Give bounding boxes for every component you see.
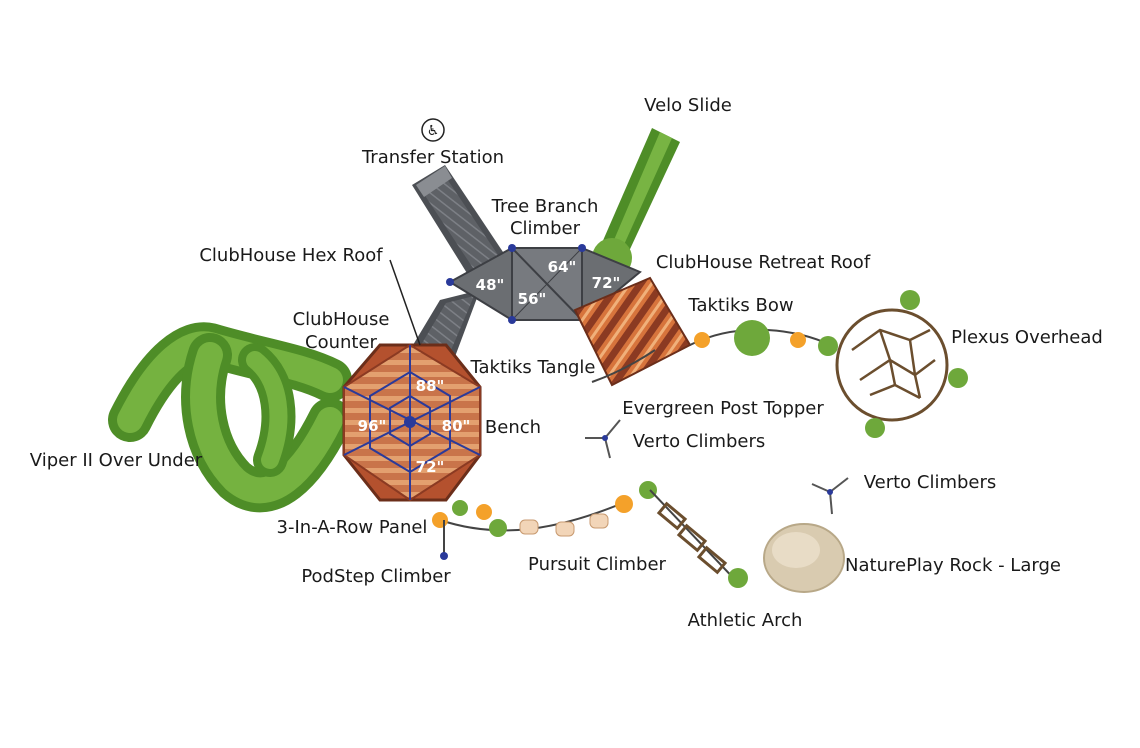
label-clubhouse-hex-roof: ClubHouse Hex Roof [199,245,383,266]
viper-ii-over-under [108,322,352,513]
deck-height-80: 80" [442,417,471,435]
label-velo-slide: Velo Slide [644,95,732,116]
label-viper-ii-over-under: Viper II Over Under [30,450,203,471]
label-taktiks-tangle: Taktiks Tangle [469,357,595,378]
taktiks-bow [689,320,838,356]
athletic-arch [649,489,748,588]
label-taktiks-bow: Taktiks Bow [687,295,793,316]
transfer-station [412,165,505,278]
label-tree-branch-climber-2: Climber [510,218,581,239]
svg-text:♿: ♿ [427,123,440,139]
label-verto-climbers-right: Verto Climbers [864,472,997,493]
deck-height-96: 96" [358,417,387,435]
label-athletic-arch: Athletic Arch [688,610,803,631]
label-transfer-station: Transfer Station [361,147,504,168]
podstep-climber [440,520,448,560]
label-evergreen-post-topper: Evergreen Post Topper [622,398,824,419]
label-clubhouse-counter-1: ClubHouse [293,309,390,330]
label-tree-branch-climber-1: Tree Branch [491,196,599,217]
label-clubhouse-retreat-roof: ClubHouse Retreat Roof [656,252,871,273]
deck-height-72-upper: 72" [592,274,621,292]
label-3-in-a-row-panel: 3-In-A-Row Panel [277,517,428,538]
deck-height-48: 48" [476,276,505,294]
verto-climbers-center [585,419,621,459]
natureplay-rock [763,523,845,593]
plexus-overhead [835,290,968,438]
label-podstep-climber: PodStep Climber [301,566,451,587]
wheelchair-icon: ♿ [421,118,445,142]
label-pursuit-climber: Pursuit Climber [528,554,667,575]
deck-height-88: 88" [416,377,445,395]
verto-climbers-right [811,477,849,515]
label-clubhouse-counter-2: Counter [305,332,378,353]
deck-height-56: 56" [518,290,547,308]
pursuit-climber [432,481,657,537]
label-natureplay-rock: NaturePlay Rock - Large [845,555,1061,576]
label-plexus-overhead: Plexus Overhead [951,327,1103,348]
deck-height-64: 64" [548,258,577,276]
clubhouse-hex-roof [342,259,482,502]
label-bench: Bench [485,417,541,438]
label-verto-climbers-center: Verto Climbers [633,431,766,452]
deck-height-72-lower: 72" [416,458,445,476]
